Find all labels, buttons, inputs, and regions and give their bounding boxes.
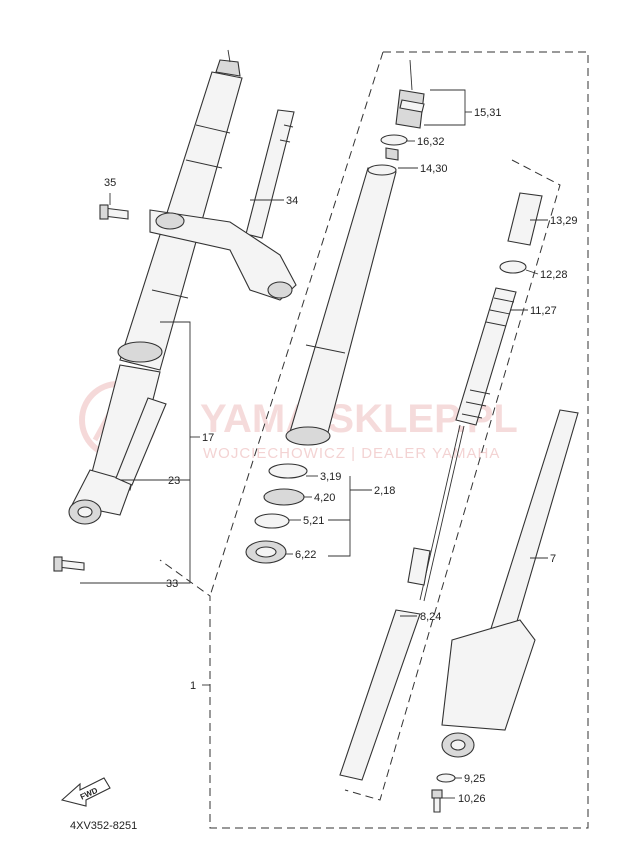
callout-34: 34: [286, 195, 298, 207]
callout-4-20: 4,20: [314, 492, 335, 504]
fwd-label: FWD: [79, 786, 100, 802]
bolt-35: [99, 204, 129, 220]
spacer-13: [507, 192, 543, 246]
callout-3-19: 3,19: [320, 471, 341, 483]
callout-1: 1: [190, 680, 196, 692]
callout-14-30: 14,30: [420, 163, 448, 175]
assembly-outline-inner: [209, 51, 384, 597]
under-bracket-34: [149, 109, 297, 301]
assembly-outline-1: [159, 51, 589, 829]
caliper-bracket-left: [115, 397, 167, 486]
watermark-tagline: WOJCIECHOWICZ | DEALER YAMAHA: [203, 445, 500, 462]
lower-triple-clamp: [149, 209, 297, 301]
callout-15-31: 15,31: [474, 107, 502, 119]
cap-bolt-left: [215, 59, 241, 77]
lower-tube-left: [89, 364, 161, 491]
callout-labels: 35 34 17 23 33 1 15,31 16,32 14,30 13,29…: [104, 107, 578, 805]
locknut-14: [385, 147, 399, 161]
callout-13-29: 13,29: [550, 215, 578, 227]
steering-stem: [245, 109, 295, 239]
bolt-33: [53, 556, 85, 572]
leader-lines: [80, 89, 548, 799]
callout-5-21: 5,21: [303, 515, 324, 527]
callout-8-24: 8,24: [420, 611, 441, 623]
oil-seal-4: [263, 488, 305, 506]
bolt-10: [431, 789, 443, 813]
cap-bolt-15: [395, 59, 425, 129]
outer-tube-band: [195, 124, 231, 134]
outer-tube-seal-ring: [285, 426, 331, 446]
axle-bracket-right: [441, 619, 536, 731]
callout-9-25: 9,25: [464, 773, 485, 785]
dust-seal-left: [117, 341, 163, 363]
callout-35: 35: [104, 177, 116, 189]
o-ring-16: [380, 134, 408, 146]
callout-7: 7: [550, 553, 556, 565]
washer-9: [436, 773, 456, 783]
inner-tube-7: [441, 409, 579, 758]
spring-11: [455, 287, 517, 426]
washer-12: [499, 260, 527, 274]
damper-rod-8: [339, 424, 465, 781]
fork-outer-tube-exploded: [285, 164, 397, 446]
washer-3: [268, 463, 308, 479]
callout-6-22: 6,22: [295, 549, 316, 561]
callout-12-28: 12,28: [540, 269, 568, 281]
clip-5: [254, 513, 290, 529]
subgroup-outline: [344, 159, 561, 801]
callout-16-32: 16,32: [417, 136, 445, 148]
callout-2-18: 2,18: [374, 485, 395, 497]
callout-10-26: 10,26: [458, 793, 486, 805]
diagram-code: 4XV352-8251: [70, 820, 137, 832]
callout-11-27: 11,27: [530, 305, 557, 317]
callout-23: 23: [168, 475, 180, 487]
fwd-arrow-icon: FWD: [60, 777, 111, 807]
callout-33: 33: [166, 578, 178, 590]
callout-17: 17: [202, 432, 214, 444]
